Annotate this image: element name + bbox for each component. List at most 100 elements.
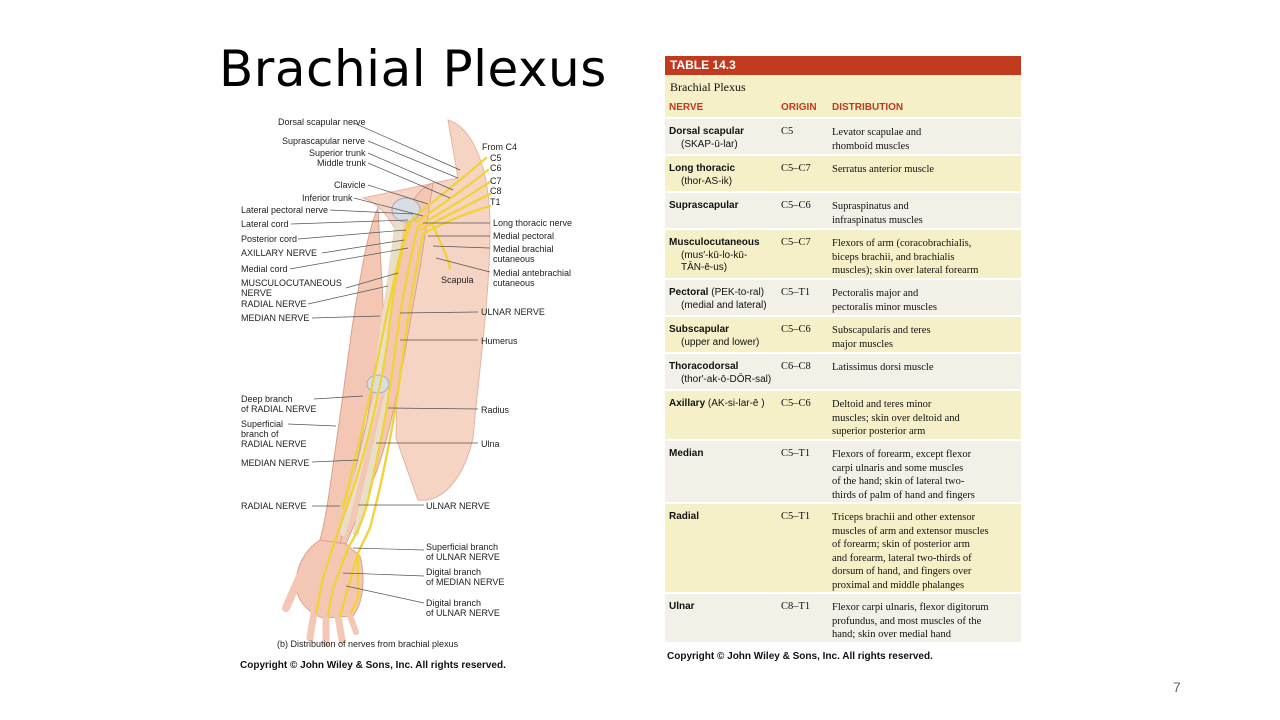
- origin-cell: C5–T1: [781, 448, 811, 459]
- label-superficial-branch: Superficial branch: [426, 542, 499, 552]
- label-humerus: Humerus: [481, 336, 518, 346]
- distribution-line: Latissimus dorsi muscle: [832, 362, 934, 373]
- origin-cell: C5: [781, 126, 794, 137]
- nerve-name: Musculocutaneous: [669, 237, 760, 248]
- nerve-cell: Musculocutaneous (mus′-kū-lo-kū- TĀN-ē-u…: [669, 237, 760, 275]
- distribution-line: muscles; skin over deltoid and: [832, 412, 960, 424]
- distribution-cell: Pectoralis major and pectoralis minor mu…: [832, 287, 1018, 314]
- distribution-line: Levator scapulae and: [832, 127, 922, 138]
- nerve-cell: Ulnar: [669, 601, 695, 614]
- table-row: Long thoracic (thor-AS-ik) C5–C7 Serratu…: [665, 154, 1021, 191]
- distribution-line: Pectoralis major and: [832, 288, 919, 299]
- nerve-name: Long thoracic: [669, 163, 736, 174]
- label-median-nerve-upper: MEDIAN NERVE: [241, 313, 310, 323]
- label-radial-nerve-branch: RADIAL NERVE: [241, 439, 307, 449]
- label-long-thoracic-nerve: Long thoracic nerve: [493, 218, 573, 228]
- label-c6: C6: [490, 163, 502, 173]
- table-number: TABLE 14.3: [665, 56, 1021, 75]
- distribution-line: Flexors of forearm, except flexor: [832, 449, 972, 460]
- origin-cell: C6–C8: [781, 361, 811, 372]
- table-title: Brachial Plexus: [665, 75, 1021, 95]
- distribution-line: thirds of palm of hand and fingers: [832, 489, 975, 501]
- table-row: Radial C5–T1 Triceps brachii and other e…: [665, 502, 1021, 592]
- distribution-line: rhomboid muscles: [832, 140, 910, 152]
- table-row: Suprascapular C5–C6 Supraspinatus and in…: [665, 191, 1021, 228]
- table-copyright: Copyright © John Wiley & Sons, Inc. All …: [667, 651, 933, 662]
- label-superior-trunk: Superior trunk: [309, 148, 366, 158]
- table-row: Axillary (AK-si-lar-ē ) C5–C6 Deltoid an…: [665, 389, 1021, 439]
- label-medial-cord: Medial cord: [241, 264, 288, 274]
- label-radius: Radius: [481, 405, 510, 415]
- distribution-cell: Serratus anterior muscle: [832, 163, 1018, 177]
- label-ulnar-nerve-upper: ULNAR NERVE: [481, 307, 545, 317]
- distribution-line: Deltoid and teres minor: [832, 399, 932, 410]
- arm-illustration: [282, 119, 492, 647]
- distribution-line: pectoralis minor muscles: [832, 301, 937, 313]
- label-musculocutaneous-nerve: NERVE: [241, 288, 272, 298]
- distribution-cell: Subscapularis and teres major muscles: [832, 324, 1018, 351]
- label-of-radial-nerve: of RADIAL NERVE: [241, 404, 317, 414]
- distribution-line: and forearm, lateral two-thirds of: [832, 552, 972, 564]
- label-musculocutaneous: MUSCULOCUTANEOUS: [241, 278, 342, 288]
- nerve-name: Radial: [669, 511, 700, 522]
- column-header-origin: ORIGIN: [781, 102, 817, 113]
- table-row: Median C5–T1 Flexors of forearm, except …: [665, 439, 1021, 502]
- distribution-line: major muscles: [832, 338, 893, 350]
- label-ulnar-nerve-lower: ULNAR NERVE: [426, 501, 490, 511]
- label-digital-branch-2: Digital branch: [426, 598, 482, 608]
- page-number: 7: [1173, 679, 1181, 695]
- distribution-line: Triceps brachii and other extensor: [832, 512, 976, 523]
- distribution-line: profundus, and most muscles of the: [832, 615, 982, 627]
- label-radial-nerve-lower: RADIAL NERVE: [241, 501, 307, 511]
- label-c5: C5: [490, 153, 502, 163]
- origin-cell: C5–C6: [781, 324, 811, 335]
- nerve-pronunciation: (upper and lower): [681, 336, 760, 348]
- distribution-cell: Deltoid and teres minor muscles; skin ov…: [832, 398, 1018, 439]
- nerve-name: Median: [669, 448, 704, 459]
- label-lateral-cord: Lateral cord: [241, 219, 289, 229]
- distribution-cell: Flexors of forearm, except flexor carpi …: [832, 448, 1018, 502]
- nerve-name: Suprascapular: [669, 200, 739, 211]
- nerve-cell: Subscapular (upper and lower): [669, 324, 759, 349]
- label-cutaneous-2: cutaneous: [493, 278, 535, 288]
- label-cutaneous-1: cutaneous: [493, 254, 535, 264]
- nerve-name: Ulnar: [669, 601, 695, 612]
- origin-cell: C5–C7: [781, 163, 811, 174]
- distribution-cell: Triceps brachii and other extensor muscl…: [832, 511, 1018, 592]
- label-inferior-trunk: Inferior trunk: [302, 193, 353, 203]
- label-digital-branch-1: Digital branch: [426, 567, 482, 577]
- table-row: Musculocutaneous (mus′-kū-lo-kū- TĀN-ē-u…: [665, 228, 1021, 278]
- distribution-line: hand; skin over medial hand: [832, 629, 951, 640]
- distribution-line: dorsum of hand, and fingers over: [832, 566, 972, 577]
- distribution-line: Flexors of arm (coracobrachialis,: [832, 238, 972, 249]
- label-median-nerve-lower: MEDIAN NERVE: [241, 458, 310, 468]
- label-clavicle: Clavicle: [334, 180, 366, 190]
- label-medial-antebrachial: Medial antebrachial: [493, 268, 572, 278]
- nerve-name: Pectoral: [669, 287, 709, 298]
- nerve-name: Thoracodorsal: [669, 361, 739, 372]
- distribution-line: infraspinatus muscles: [832, 214, 923, 226]
- nerve-pronunciation: (mus′-kū-lo-kū-: [681, 249, 748, 261]
- distribution-line: Subscapularis and teres: [832, 325, 931, 336]
- column-header-nerve: NERVE: [669, 102, 704, 113]
- origin-cell: C5–C7: [781, 237, 811, 248]
- nerve-cell: Radial: [669, 511, 699, 524]
- nerve-pronunciation: (thor′-ak-ō-DŌR-sal): [681, 373, 772, 385]
- label-deep-branch: Deep branch: [241, 394, 293, 404]
- label-of-ulnar-nerve-1: of ULNAR NERVE: [426, 552, 500, 562]
- nerve-cell: Thoracodorsal (thor′-ak-ō-DŌR-sal): [669, 361, 771, 386]
- table-row: Thoracodorsal (thor′-ak-ō-DŌR-sal) C6–C8…: [665, 352, 1021, 389]
- label-of-median-nerve: of MEDIAN NERVE: [426, 577, 505, 587]
- nerve-table: TABLE 14.3 Brachial Plexus NERVE ORIGIN …: [665, 56, 1021, 662]
- distribution-cell: Supraspinatus and infraspinatus muscles: [832, 200, 1018, 227]
- nerve-cell: Axillary (AK-si-lar-ē ): [669, 398, 765, 411]
- label-scapula: Scapula: [441, 275, 474, 285]
- distribution-line: of the hand; skin of lateral two-: [832, 476, 965, 487]
- label-t1: T1: [490, 197, 501, 207]
- distribution-cell: Flexors of arm (coracobrachialis, biceps…: [832, 237, 1018, 278]
- slide-title: Brachial Plexus: [219, 40, 607, 98]
- distribution-line: Serratus anterior muscle: [832, 164, 935, 175]
- label-from-c4: From C4: [482, 142, 518, 152]
- distribution-line: muscles of arm and extensor muscles: [832, 525, 989, 537]
- table-row: Dorsal scapular (SKAP-ū-lar) C5 Levator …: [665, 117, 1021, 154]
